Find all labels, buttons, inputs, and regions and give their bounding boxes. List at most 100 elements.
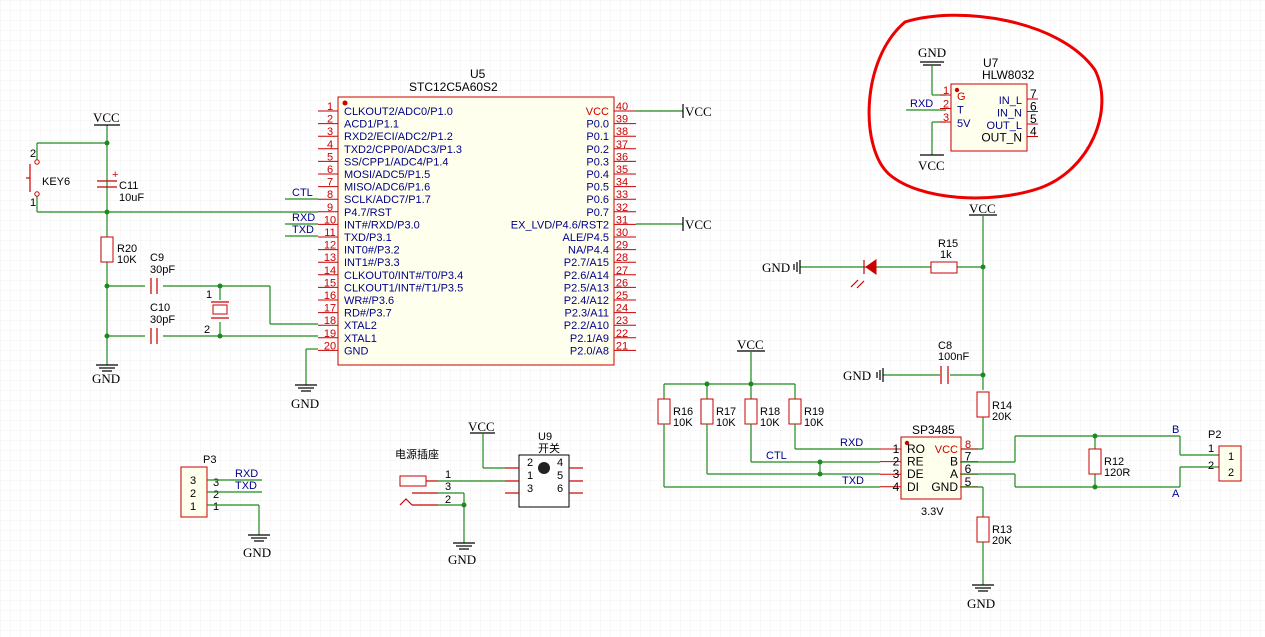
svg-text:2: 2 (204, 324, 210, 336)
r18-resistor[interactable]: R18 10K (744, 398, 780, 429)
r17-resistor[interactable]: R17 10K (700, 398, 736, 429)
u5-pin-number: 39 (616, 114, 628, 126)
u7-pin-name: IN_N (997, 108, 1022, 120)
sp3485-pin-number: 4 (893, 480, 900, 494)
u7-pin-number: 5 (1030, 112, 1037, 126)
net-txd-u5: TXD (292, 224, 314, 236)
u5-pin-number: 32 (616, 202, 628, 214)
vcc-label-rs485: VCC (969, 201, 996, 216)
sp3485-pin-number: 2 (893, 455, 900, 469)
u5-pin-name: P2.2/A10 (564, 320, 609, 332)
sp3485-pin-number: 6 (965, 462, 972, 476)
r15-resistor[interactable]: R15 1k (930, 238, 958, 274)
u5-pin-number: 15 (324, 277, 336, 289)
u9-switch[interactable]: U9 开关 2 1 3 4 5 6 (505, 431, 583, 508)
u5-pin-name: P2.0/A8 (570, 345, 609, 357)
r12-resistor[interactable]: R12 120R (1088, 448, 1130, 479)
net-rxd-rs485: RXD (840, 437, 863, 449)
power-jack-label: 电源插座 (395, 447, 439, 461)
u5-pin-number: 23 (616, 315, 628, 327)
svg-text:3: 3 (445, 481, 451, 493)
c11-capacitor[interactable]: + C11 10uF (97, 169, 144, 204)
svg-text:10K: 10K (117, 254, 137, 266)
svg-text:1: 1 (206, 289, 212, 301)
u5-pin-number: 14 (324, 265, 336, 277)
p3-connector[interactable]: P3 3 2 1 3 2 1 (180, 454, 219, 518)
u5-pin-number: 1 (327, 101, 333, 113)
u7-pin-name: OUT_N (981, 131, 1022, 145)
sp3485-pin-name: DE (907, 467, 924, 481)
r14-resistor[interactable]: R14 20K (976, 391, 1012, 423)
crystal[interactable]: 1 2 (204, 289, 229, 336)
svg-text:100nF: 100nF (938, 351, 969, 363)
svg-text:3.3V: 3.3V (921, 506, 944, 518)
svg-text:HLW8032: HLW8032 (982, 68, 1035, 82)
u5-pin-number: 40 (616, 101, 628, 113)
svg-text:C9: C9 (150, 252, 164, 264)
r13-resistor[interactable]: R13 20K (976, 516, 1012, 547)
u5-pin-name: P2.4/A12 (564, 295, 609, 307)
svg-text:6: 6 (557, 483, 563, 495)
r19-resistor[interactable]: R19 10K (788, 398, 824, 429)
r16-resistor[interactable]: R16 10K (657, 398, 693, 429)
vcc-label-u9: VCC (468, 419, 495, 434)
p2-connector[interactable]: P2 1 2 1 2 (1208, 429, 1242, 482)
u5-pin-number: 4 (327, 139, 333, 151)
svg-text:开关: 开关 (538, 441, 560, 455)
c10-capacitor[interactable]: C10 30pF (150, 302, 175, 344)
gnd-label-2: GND (291, 396, 319, 411)
net-ctl-rs485: CTL (766, 450, 787, 462)
svg-text:U7: U7 (983, 56, 999, 70)
u5-pin-number: 28 (616, 252, 628, 264)
svg-text:2: 2 (190, 488, 196, 500)
net-rxd-p3: RXD (235, 468, 258, 480)
svg-text:10K: 10K (760, 417, 780, 429)
u5-pin-number: 26 (616, 277, 628, 289)
u5-pin-number: 24 (616, 303, 628, 315)
sp3485-pin-number: 3 (893, 467, 900, 481)
svg-text:3: 3 (213, 477, 219, 489)
u5-pin-name: TXD/P3.1 (344, 232, 392, 244)
gnd-label-4: GND (448, 552, 476, 567)
u5-pin-name: INT1#/P3.3 (344, 257, 400, 269)
u5-pin-number: 25 (616, 290, 628, 302)
u5-part: STC12C5A60S2 (409, 80, 498, 94)
u5-pin-number: 29 (616, 240, 628, 252)
led[interactable] (850, 259, 877, 289)
u5-pin-number: 16 (324, 290, 336, 302)
u5-pin-name: P2.7/A15 (564, 257, 609, 269)
c9-capacitor[interactable]: C9 30pF (150, 252, 175, 294)
svg-text:1: 1 (1228, 451, 1234, 463)
vcc-label-2: VCC (685, 217, 712, 232)
r20-resistor[interactable]: R20 10K (100, 236, 137, 266)
key6-switch[interactable]: KEY6 2 1 (26, 143, 70, 212)
u5-pin-name: P2.5/A13 (564, 282, 609, 294)
svg-text:20K: 20K (992, 535, 1012, 547)
gnd-label-rs485: GND (967, 596, 995, 611)
c8-capacitor[interactable]: C8 100nF (938, 340, 969, 384)
svg-text:R19: R19 (804, 406, 824, 418)
u5-pin-name: NA/P4.4 (568, 245, 609, 257)
svg-text:10K: 10K (673, 417, 693, 429)
u7-pin-number: 2 (943, 99, 949, 111)
power-jack[interactable]: 1 3 2 (399, 469, 451, 506)
u5-pin-number: 5 (327, 151, 333, 163)
svg-text:2: 2 (30, 148, 36, 160)
u5-pin-number: 6 (327, 164, 333, 176)
svg-text:1: 1 (30, 197, 36, 209)
svg-text:1: 1 (190, 501, 196, 513)
sp3485-pin-name: RO (907, 442, 925, 456)
u5-pin-name: XTAL2 (344, 320, 377, 332)
sp3485-pin-number: 1 (893, 442, 900, 456)
u7-pin-name: 5V (957, 118, 971, 130)
gnd-label-u7: GND (918, 45, 946, 60)
u7-pin-name: IN_L (999, 95, 1022, 107)
u5-pin-name: SCLK/ADC7/P1.7 (344, 194, 431, 206)
svg-text:R20: R20 (117, 243, 137, 255)
u5-pin-name: INT#/RXD/P3.0 (344, 219, 420, 231)
svg-text:P3: P3 (203, 454, 216, 466)
u5-pin-number: 33 (616, 189, 628, 201)
